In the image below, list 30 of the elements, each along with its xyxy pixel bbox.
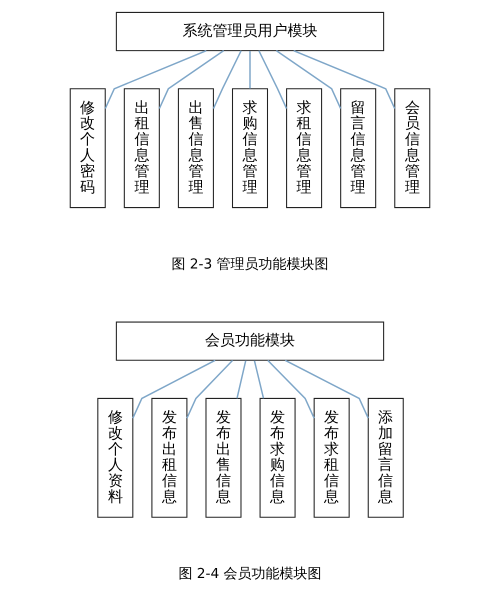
connector (132, 360, 216, 418)
label: 图 2-4 会员功能模块图 (178, 566, 322, 582)
connector (186, 360, 234, 418)
node-box: 发布求租信息 (314, 398, 350, 518)
node-box: 修改个人密码 (70, 88, 106, 208)
node-box: 发布出售信息 (205, 398, 242, 518)
node-box: 发布求购信息 (260, 398, 296, 518)
connector (254, 360, 264, 398)
node-box: 留言信息管理 (340, 88, 376, 208)
node-box: 出租信息管理 (124, 88, 160, 208)
node-box: 系统管理员用户模块 (116, 12, 384, 52)
node-box: 添加留言信息 (368, 398, 404, 518)
connector (104, 50, 207, 109)
label: 图 2-3 管理员功能模块图 (171, 256, 329, 272)
node-box: 求租信息管理 (286, 88, 322, 208)
node-box: 求购信息管理 (232, 88, 268, 208)
connector (293, 50, 396, 109)
node-box: 会员信息管理 (394, 88, 430, 208)
connector (236, 360, 246, 398)
connector (284, 360, 369, 418)
node-box: 出售信息管理 (178, 88, 214, 208)
connector (267, 360, 315, 418)
node-box: 修改个人资料 (97, 398, 134, 518)
connector (158, 50, 224, 109)
connector (212, 50, 242, 109)
connector (258, 50, 288, 109)
node-box: 会员功能模块 (116, 322, 384, 361)
node-box: 发布出租信息 (151, 398, 188, 518)
connector (249, 50, 251, 89)
connector (276, 50, 342, 109)
